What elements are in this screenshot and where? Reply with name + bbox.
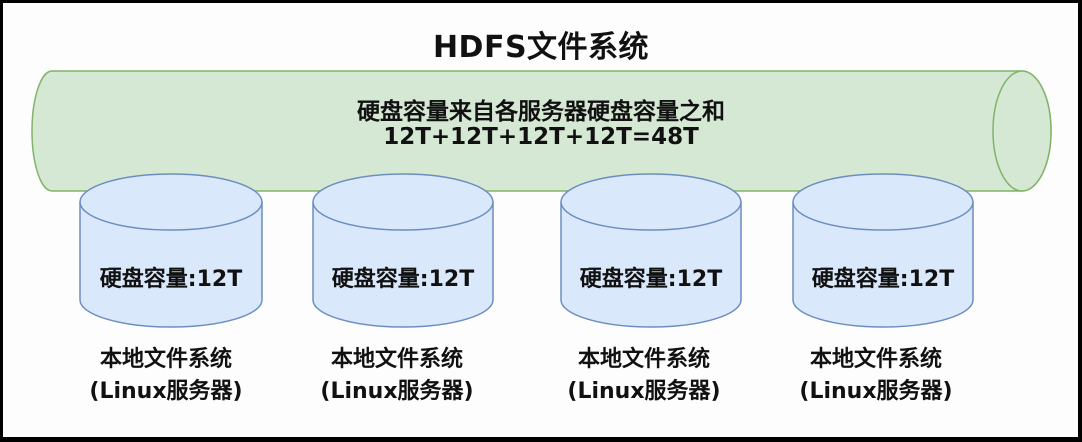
- hdfs-capacity-sum: 12T+12T+12T+12T=48T: [383, 124, 699, 150]
- disk-capacity-label-1: 硬盘容量:12T: [99, 267, 243, 292]
- disk-capacity-label-2: 硬盘容量:12T: [331, 267, 475, 292]
- local-fs-label-4: 本地文件系统: [809, 347, 942, 372]
- disk-cylinder-1: [79, 173, 263, 328]
- disk-cylinder-2: [312, 173, 494, 328]
- server-label-2: (Linux服务器): [320, 379, 474, 404]
- disk-capacity-label-3: 硬盘容量:12T: [579, 267, 723, 292]
- server-label-1: (Linux服务器): [89, 379, 243, 404]
- disk-capacity-label-4: 硬盘容量:12T: [811, 267, 955, 292]
- server-label-4: (Linux服务器): [799, 379, 953, 404]
- local-fs-label-1: 本地文件系统: [99, 347, 232, 372]
- hdfs-pipe-shape: [31, 70, 1052, 192]
- hdfs-capacity-description: 硬盘容量来自各服务器硬盘容量之和: [357, 99, 725, 125]
- disk-cylinder-4: [792, 173, 974, 328]
- local-fs-label-3: 本地文件系统: [577, 347, 710, 372]
- server-label-3: (Linux服务器): [567, 379, 721, 404]
- local-fs-label-2: 本地文件系统: [330, 347, 463, 372]
- diagram-title: HDFS文件系统: [432, 30, 650, 65]
- disk-cylinder-3: [560, 173, 742, 328]
